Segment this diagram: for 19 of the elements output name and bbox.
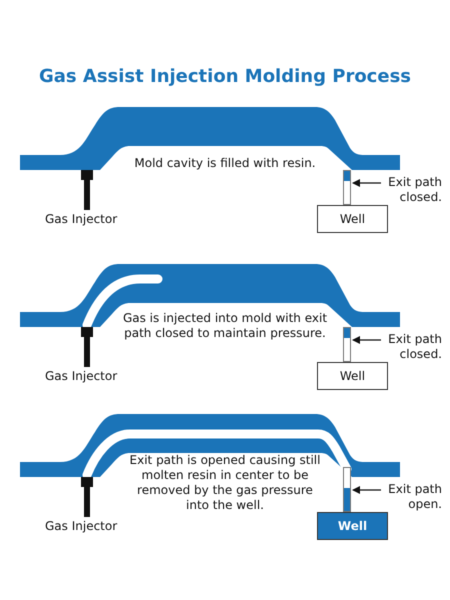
exit-path-note: Exit path closed. bbox=[382, 175, 442, 205]
leader-arrow bbox=[352, 336, 381, 344]
well-box: Well bbox=[317, 362, 388, 390]
part-label: Gas Injector bbox=[45, 369, 118, 384]
step-caption: Exit path is opened causing still molten resin in center to be removed by the gas pressure into the well. bbox=[128, 453, 322, 513]
exit-path-note: Exit path open. bbox=[382, 482, 442, 512]
step-caption: Gas is injected into mold with exit path closed to maintain pressure. bbox=[122, 311, 328, 341]
leader-arrow bbox=[352, 179, 381, 187]
step-caption: Mold cavity is filled with resin. bbox=[133, 156, 317, 171]
part-label: Gas Injector bbox=[45, 519, 118, 534]
exit-path-tube bbox=[343, 170, 351, 205]
title: Gas Assist Injection Molding Process bbox=[38, 66, 412, 87]
leader-arrow bbox=[352, 486, 381, 494]
well-box: Well bbox=[317, 205, 388, 233]
exit-path-tube bbox=[343, 467, 351, 512]
exit-path-tube bbox=[343, 327, 351, 362]
exit-path-note: Exit path closed. bbox=[382, 332, 442, 362]
part-label: Gas Injector bbox=[45, 212, 118, 227]
well-box: Well bbox=[317, 512, 388, 540]
